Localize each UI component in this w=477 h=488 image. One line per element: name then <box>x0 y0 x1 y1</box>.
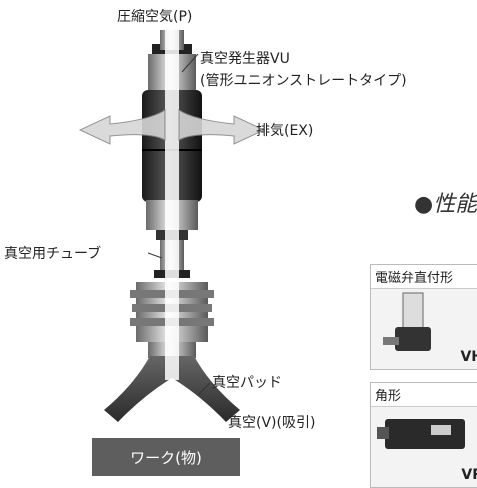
product-card-solenoid[interactable]: 電磁弁直付形 VH <box>370 264 477 370</box>
generator-type-label: (管形ユニオンストレートタイプ) <box>200 73 407 89</box>
workpiece: ワーク(物) <box>92 438 240 476</box>
vacuum-pad-label: 真空パッド <box>212 375 282 391</box>
card-title: 角形 <box>371 383 477 407</box>
suction-arrow <box>162 398 182 418</box>
vacuum-tube-label: 真空用チューブ <box>4 246 102 262</box>
card-title: 電磁弁直付形 <box>371 265 477 289</box>
generator-name-label: 真空発生器VU <box>200 51 290 67</box>
exhaust-arrow-left <box>78 109 166 145</box>
product-card-square[interactable]: 角形 VR <box>370 382 477 488</box>
square-generator-icon <box>377 419 465 449</box>
workpiece-label: ワーク(物) <box>130 448 202 467</box>
card-model: VH <box>460 349 477 365</box>
solenoid-generator-icon <box>383 292 431 351</box>
exhaust-arrow-right <box>178 109 266 145</box>
performance-heading: ●性能 <box>414 192 477 217</box>
vacuum-system-diagram <box>78 10 266 422</box>
vacuum-suction-label: 真空(V)(吸引) <box>228 415 316 431</box>
compressed-air-label: 圧縮空気(P) <box>117 9 193 25</box>
exhaust-label: 排気(EX) <box>256 123 314 139</box>
airflow <box>165 10 179 380</box>
card-model: VR <box>461 467 477 483</box>
